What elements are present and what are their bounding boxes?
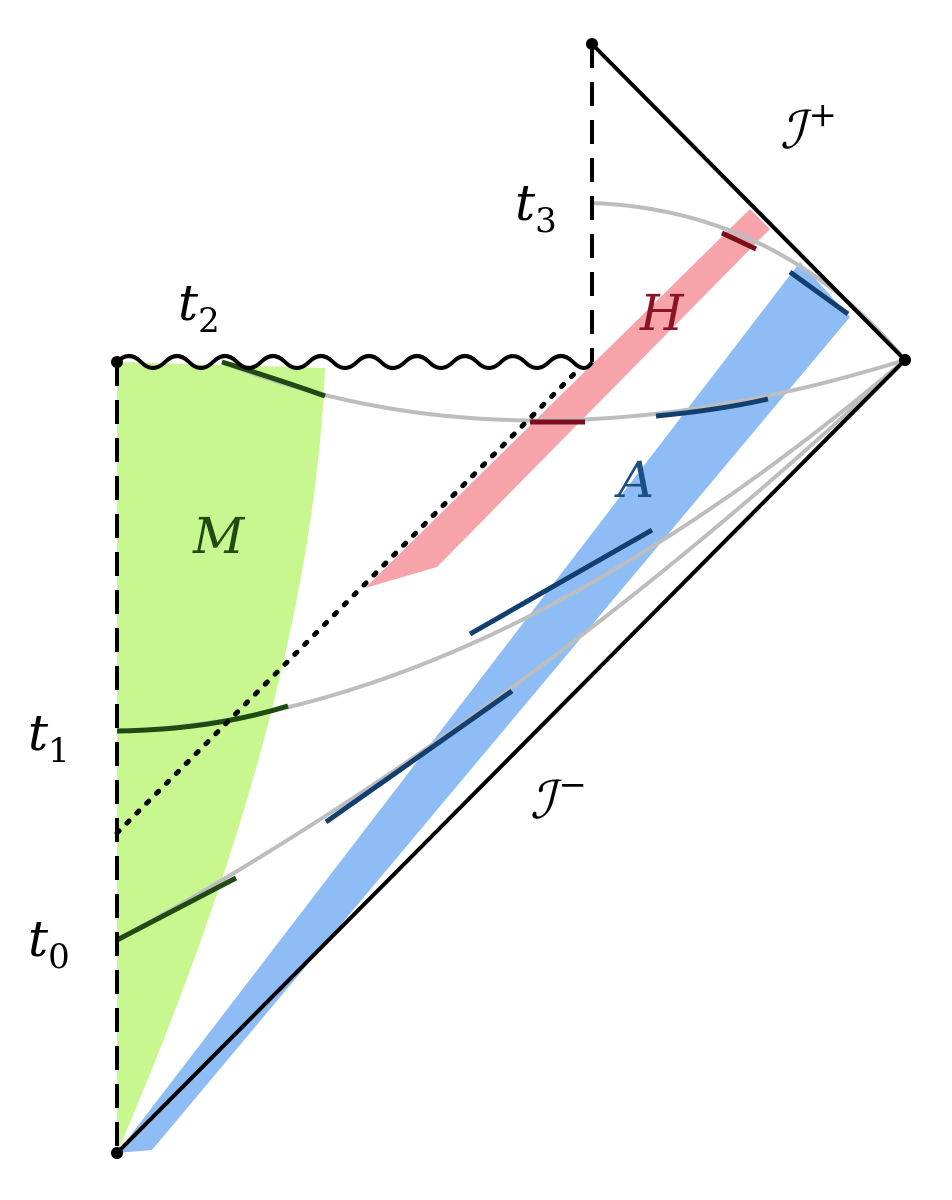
future-null-infinity — [590, 42, 907, 362]
a-segment-t3 — [788, 269, 850, 317]
label-region-h: H — [639, 284, 685, 342]
spatial-infinity-point — [899, 354, 911, 366]
a-segment-t2 — [655, 396, 769, 419]
label-t2: t2 — [178, 274, 220, 341]
m-segment-t0 — [115, 875, 238, 943]
event-horizon — [114, 365, 583, 836]
m-slice-segments — [115, 359, 326, 943]
m-segment-t1 — [116, 703, 289, 734]
label-region-m: M — [192, 507, 246, 565]
left-corner-point — [111, 356, 123, 368]
past-null-infinity — [115, 358, 907, 1155]
label-t0: t0 — [28, 910, 70, 977]
boundaries — [114, 42, 907, 1155]
a-segment-t1 — [468, 527, 654, 637]
h-slice-segments — [530, 230, 758, 425]
singularity — [115, 354, 594, 370]
label-t1: t1 — [28, 704, 70, 771]
label-region-a: A — [614, 451, 654, 509]
label-t3: t3 — [515, 174, 557, 241]
region-m-fill — [117, 362, 325, 1153]
label-scri-plus: ℐ+ — [780, 95, 837, 161]
past-infinity-point — [111, 1147, 123, 1159]
region-h-fill — [365, 209, 770, 588]
corner-points — [111, 38, 911, 1159]
a-segment-t0 — [324, 688, 514, 825]
a-slice-segments — [324, 269, 850, 825]
label-scri-minus: ℐ− — [530, 765, 587, 831]
slice-t0 — [116, 358, 907, 942]
h-segment-t3 — [720, 230, 758, 252]
m-segment-t2 — [221, 359, 326, 399]
top-corner-point — [586, 38, 598, 50]
